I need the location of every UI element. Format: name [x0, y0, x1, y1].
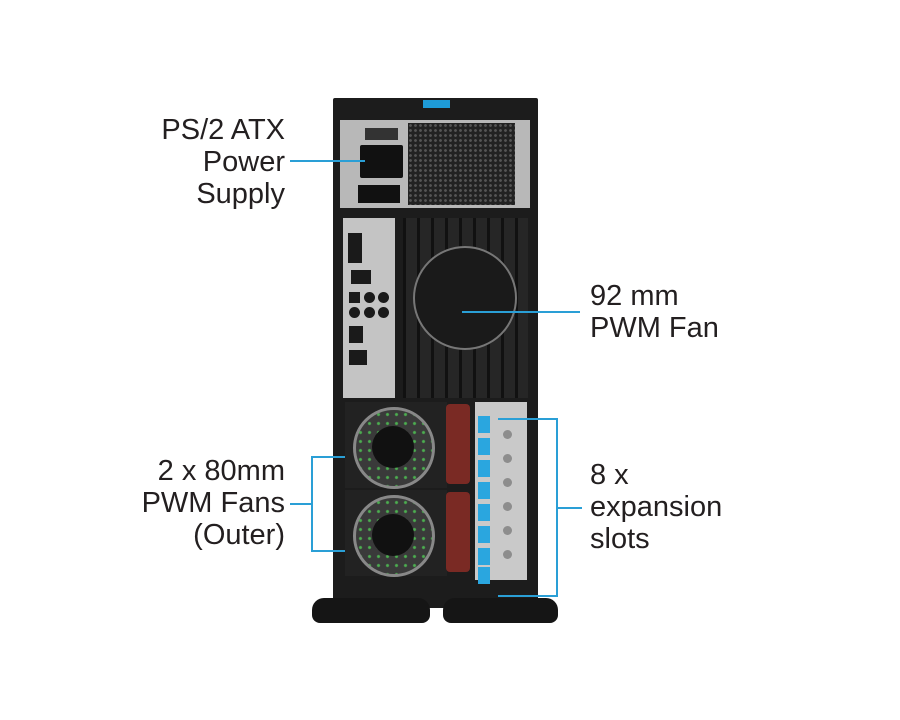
label-line: PWM Fans	[141, 487, 285, 519]
top-accent-tab	[423, 100, 450, 108]
psu-leader-line	[290, 160, 365, 162]
tower-foot-right	[443, 598, 558, 623]
outer-fans-label: 2 x 80mm PWM Fans (Outer)	[142, 455, 285, 551]
tower-foot-left	[312, 598, 430, 623]
fan-handle	[446, 492, 470, 572]
expansion-slots	[475, 402, 527, 584]
label-line: expansion	[590, 491, 723, 523]
io-shield	[343, 218, 395, 398]
psu-vent	[408, 123, 515, 205]
outer-fan-2	[345, 490, 447, 577]
expansion-bracket	[556, 507, 582, 509]
psu-label: PS/2 ATX Power Supply	[161, 114, 285, 210]
outer-fans-bracket	[290, 503, 312, 505]
label-line: PS/2 ATX	[161, 114, 285, 146]
label-line: Supply	[196, 178, 285, 210]
expansion-bracket	[498, 595, 558, 597]
expansion-label: 8 x expansion slots	[590, 459, 722, 555]
label-line: 2 x 80mm	[157, 455, 285, 487]
label-line: slots	[590, 523, 650, 555]
rear-fan-label: 92 mm PWM Fan	[590, 280, 719, 344]
label-line: 8 x	[590, 459, 629, 491]
label-line: Power	[202, 146, 285, 178]
expansion-bracket	[498, 418, 558, 420]
outer-fans-bracket	[311, 550, 345, 552]
fan-leader-line	[462, 311, 580, 313]
fan-handle	[446, 404, 470, 484]
outer-fan-1	[345, 402, 447, 489]
power-inlet	[360, 145, 403, 178]
label-line: (Outer)	[193, 519, 285, 551]
psu-cover	[358, 185, 400, 203]
outer-fans-bracket	[311, 456, 313, 552]
rear-92mm-fan	[403, 218, 528, 398]
outer-fans-bracket	[311, 456, 345, 458]
psu-switch	[365, 128, 398, 140]
label-line: PWM Fan	[590, 312, 719, 344]
label-line: 92 mm	[590, 280, 679, 312]
